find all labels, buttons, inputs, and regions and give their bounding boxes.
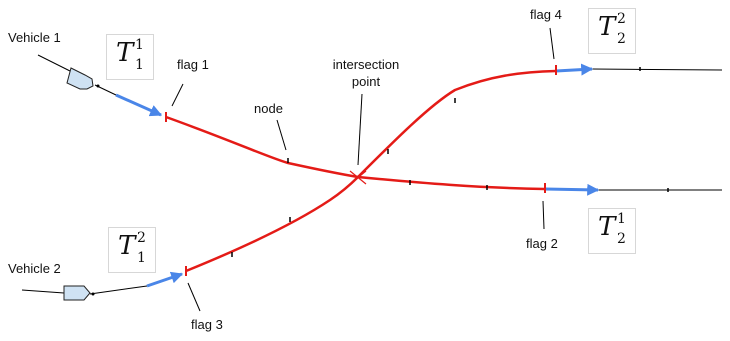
vehicle1-icon	[66, 67, 94, 90]
vehicle2-icon	[63, 285, 91, 301]
vehicle1-direction-arrow	[115, 93, 163, 117]
vehicle2-red-path	[185, 69, 557, 273]
flag4-label: flag 4	[530, 7, 562, 22]
path-node	[91, 292, 95, 296]
intersection-pointer	[357, 93, 363, 166]
segment-base-letter: T	[598, 12, 616, 42]
node-label: node	[254, 101, 283, 116]
vehicle2-approach-line	[21, 289, 65, 294]
flag3-pointer	[187, 282, 201, 312]
flag4-pointer	[549, 27, 555, 60]
flag1-label: flag 1	[177, 57, 209, 72]
segment-subscript: 2	[617, 31, 626, 47]
segment-subscript: 1	[137, 250, 146, 266]
upper-exit-line	[591, 68, 723, 71]
vehicle1-red-path	[165, 115, 546, 191]
lower-exit-arrow	[544, 183, 600, 196]
segment-base-letter: T	[598, 212, 616, 242]
intersection-label-point: point	[352, 74, 381, 89]
flag1-pointer	[171, 83, 184, 107]
segment-base-letter: T	[116, 38, 134, 68]
segment-subscript: 1	[135, 57, 144, 73]
path-node	[96, 84, 100, 88]
flag2-label: flag 2	[526, 236, 558, 251]
segment-base-letter: T	[118, 231, 136, 261]
flag3-label: flag 3	[191, 317, 223, 332]
flag2-pointer	[542, 200, 545, 230]
vehicle2-label: Vehicle 2	[8, 261, 61, 276]
segment-superscript: 2	[137, 230, 146, 246]
intersection-cross	[349, 170, 367, 185]
vehicle2-direction-arrow	[146, 271, 184, 288]
vehicle1-label: Vehicle 1	[8, 30, 61, 45]
node-pointer	[276, 119, 287, 151]
intersection-label: intersection	[333, 57, 399, 72]
vehicle2-trailing-line	[89, 285, 148, 295]
segment-superscript: 1	[135, 37, 144, 53]
upper-exit-arrow	[555, 63, 594, 76]
segment-superscript: 2	[617, 11, 626, 27]
vehicle1-approach-line	[37, 54, 73, 73]
segment-superscript: 1	[617, 211, 626, 227]
segment-subscript: 2	[617, 231, 626, 247]
